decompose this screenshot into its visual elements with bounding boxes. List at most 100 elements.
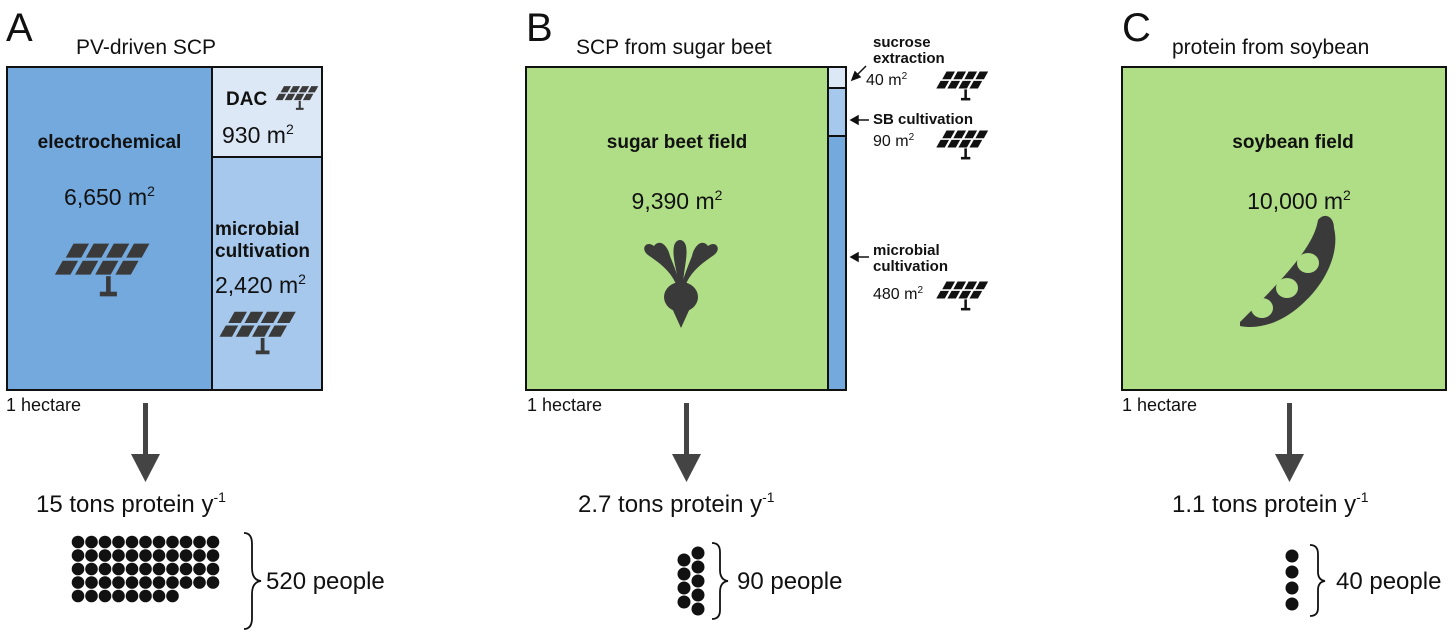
- person-dot: [71, 549, 85, 562]
- soybean-pod-icon: [1240, 215, 1336, 328]
- person-dot: [71, 576, 85, 589]
- dac-area: 930 m2: [222, 121, 294, 148]
- sugar-beet-field-label: sugar beet field: [606, 132, 748, 153]
- solar-panel-icon: [936, 130, 989, 160]
- sucrose-area: 40 m2: [866, 71, 908, 89]
- person-dot: [193, 535, 206, 549]
- person-dot: [125, 576, 139, 589]
- person-dot: [139, 535, 152, 549]
- person-dot: [677, 595, 691, 609]
- person-dot: [691, 602, 705, 616]
- person-dot: [139, 562, 152, 576]
- person-dot: [85, 535, 98, 549]
- panel-c-title: protein from soybean: [1172, 36, 1370, 59]
- output-c: 1.1 tons protein y-1: [1172, 489, 1369, 518]
- person-dot: [1285, 581, 1299, 595]
- sucrose-label: sucrose extraction: [873, 34, 945, 67]
- person-dot: [139, 576, 152, 589]
- solar-panel-icon: [936, 71, 989, 101]
- person-dot: [152, 535, 166, 549]
- person-dot: [152, 576, 166, 589]
- person-dot: [691, 546, 705, 560]
- person-dot: [206, 562, 220, 576]
- person-dot: [152, 562, 166, 576]
- person-dot: [98, 576, 112, 589]
- solar-panel-icon: [275, 86, 319, 110]
- person-dot: [85, 562, 98, 576]
- people-a: 520 people: [266, 568, 385, 595]
- panel-c-letter: C: [1122, 6, 1151, 50]
- microbial-block-b: [827, 135, 847, 391]
- person-dot: [166, 549, 179, 562]
- panel-a-letter: A: [6, 6, 33, 50]
- person-dot: [179, 549, 193, 562]
- person-dot: [98, 562, 112, 576]
- person-dot: [206, 535, 220, 549]
- people-c: 40 people: [1336, 568, 1442, 595]
- person-dot: [152, 589, 166, 603]
- person-dot: [139, 549, 152, 562]
- person-dot: [677, 581, 691, 595]
- soybean-field-label: soybean field: [1232, 132, 1354, 153]
- person-dot: [1285, 549, 1299, 563]
- people-dots-c: [1285, 549, 1299, 611]
- person-dot: [125, 589, 139, 603]
- person-dot: [85, 549, 98, 562]
- hectare-label-a: 1 hectare: [6, 395, 82, 415]
- person-dot: [139, 589, 152, 603]
- person-dot: [71, 535, 85, 549]
- person-dot: [179, 535, 193, 549]
- person-dot: [166, 562, 179, 576]
- panel-a-title: PV-driven SCP: [76, 36, 217, 59]
- soybean-field-block: [1121, 66, 1447, 391]
- sb-area: 90 m2: [873, 132, 915, 150]
- person-dot: [179, 562, 193, 576]
- panel-b-title: SCP from sugar beet: [576, 36, 772, 59]
- person-dot: [85, 576, 98, 589]
- person-dot: [112, 576, 125, 589]
- microbial-block-a: [211, 156, 323, 391]
- panel-b-letter: B: [526, 6, 553, 50]
- person-dot: [71, 589, 85, 603]
- person-dot: [166, 589, 179, 603]
- person-dot: [125, 562, 139, 576]
- person-dot: [112, 549, 125, 562]
- person-dot: [125, 535, 139, 549]
- output-a: 15 tons protein y-1: [36, 489, 226, 518]
- person-dot: [206, 576, 220, 589]
- microbial-label-b: microbial cultivation: [873, 242, 949, 275]
- person-dot: [166, 576, 179, 589]
- people-dots-b: [677, 546, 705, 616]
- person-dot: [166, 535, 179, 549]
- soybean-field-area: 10,000 m2: [1247, 187, 1351, 214]
- person-dot: [193, 576, 206, 589]
- hectare-label-b: 1 hectare: [527, 395, 603, 415]
- pointer-arrows: [849, 65, 869, 263]
- person-dot: [691, 588, 705, 602]
- electrochemical-label: electrochemical: [37, 132, 182, 153]
- person-dot: [98, 549, 112, 562]
- microbial-area-a: 2,420 m2: [215, 271, 306, 298]
- person-dot: [677, 553, 691, 567]
- sugar-beet-icon: [644, 240, 718, 328]
- solar-panel-icon: [219, 311, 296, 355]
- person-dot: [112, 535, 125, 549]
- person-dot: [85, 589, 98, 603]
- people-dots-a: [71, 535, 220, 603]
- person-dot: [1285, 565, 1299, 579]
- down-arrows: [131, 403, 1304, 482]
- solar-panel-icon: [54, 243, 150, 297]
- person-dot: [1285, 597, 1299, 611]
- sugar-beet-field-area: 9,390 m2: [631, 187, 723, 214]
- hectare-label-c: 1 hectare: [1122, 395, 1198, 415]
- sb-label: SB cultivation: [873, 111, 974, 128]
- person-dot: [691, 574, 705, 588]
- microbial-area-b: 480 m2: [873, 285, 924, 303]
- person-dot: [206, 549, 220, 562]
- output-b: 2.7 tons protein y-1: [578, 489, 775, 518]
- person-dot: [193, 549, 206, 562]
- people-braces: [243, 532, 1326, 630]
- sugar-beet-field-block: [525, 66, 829, 391]
- person-dot: [152, 549, 166, 562]
